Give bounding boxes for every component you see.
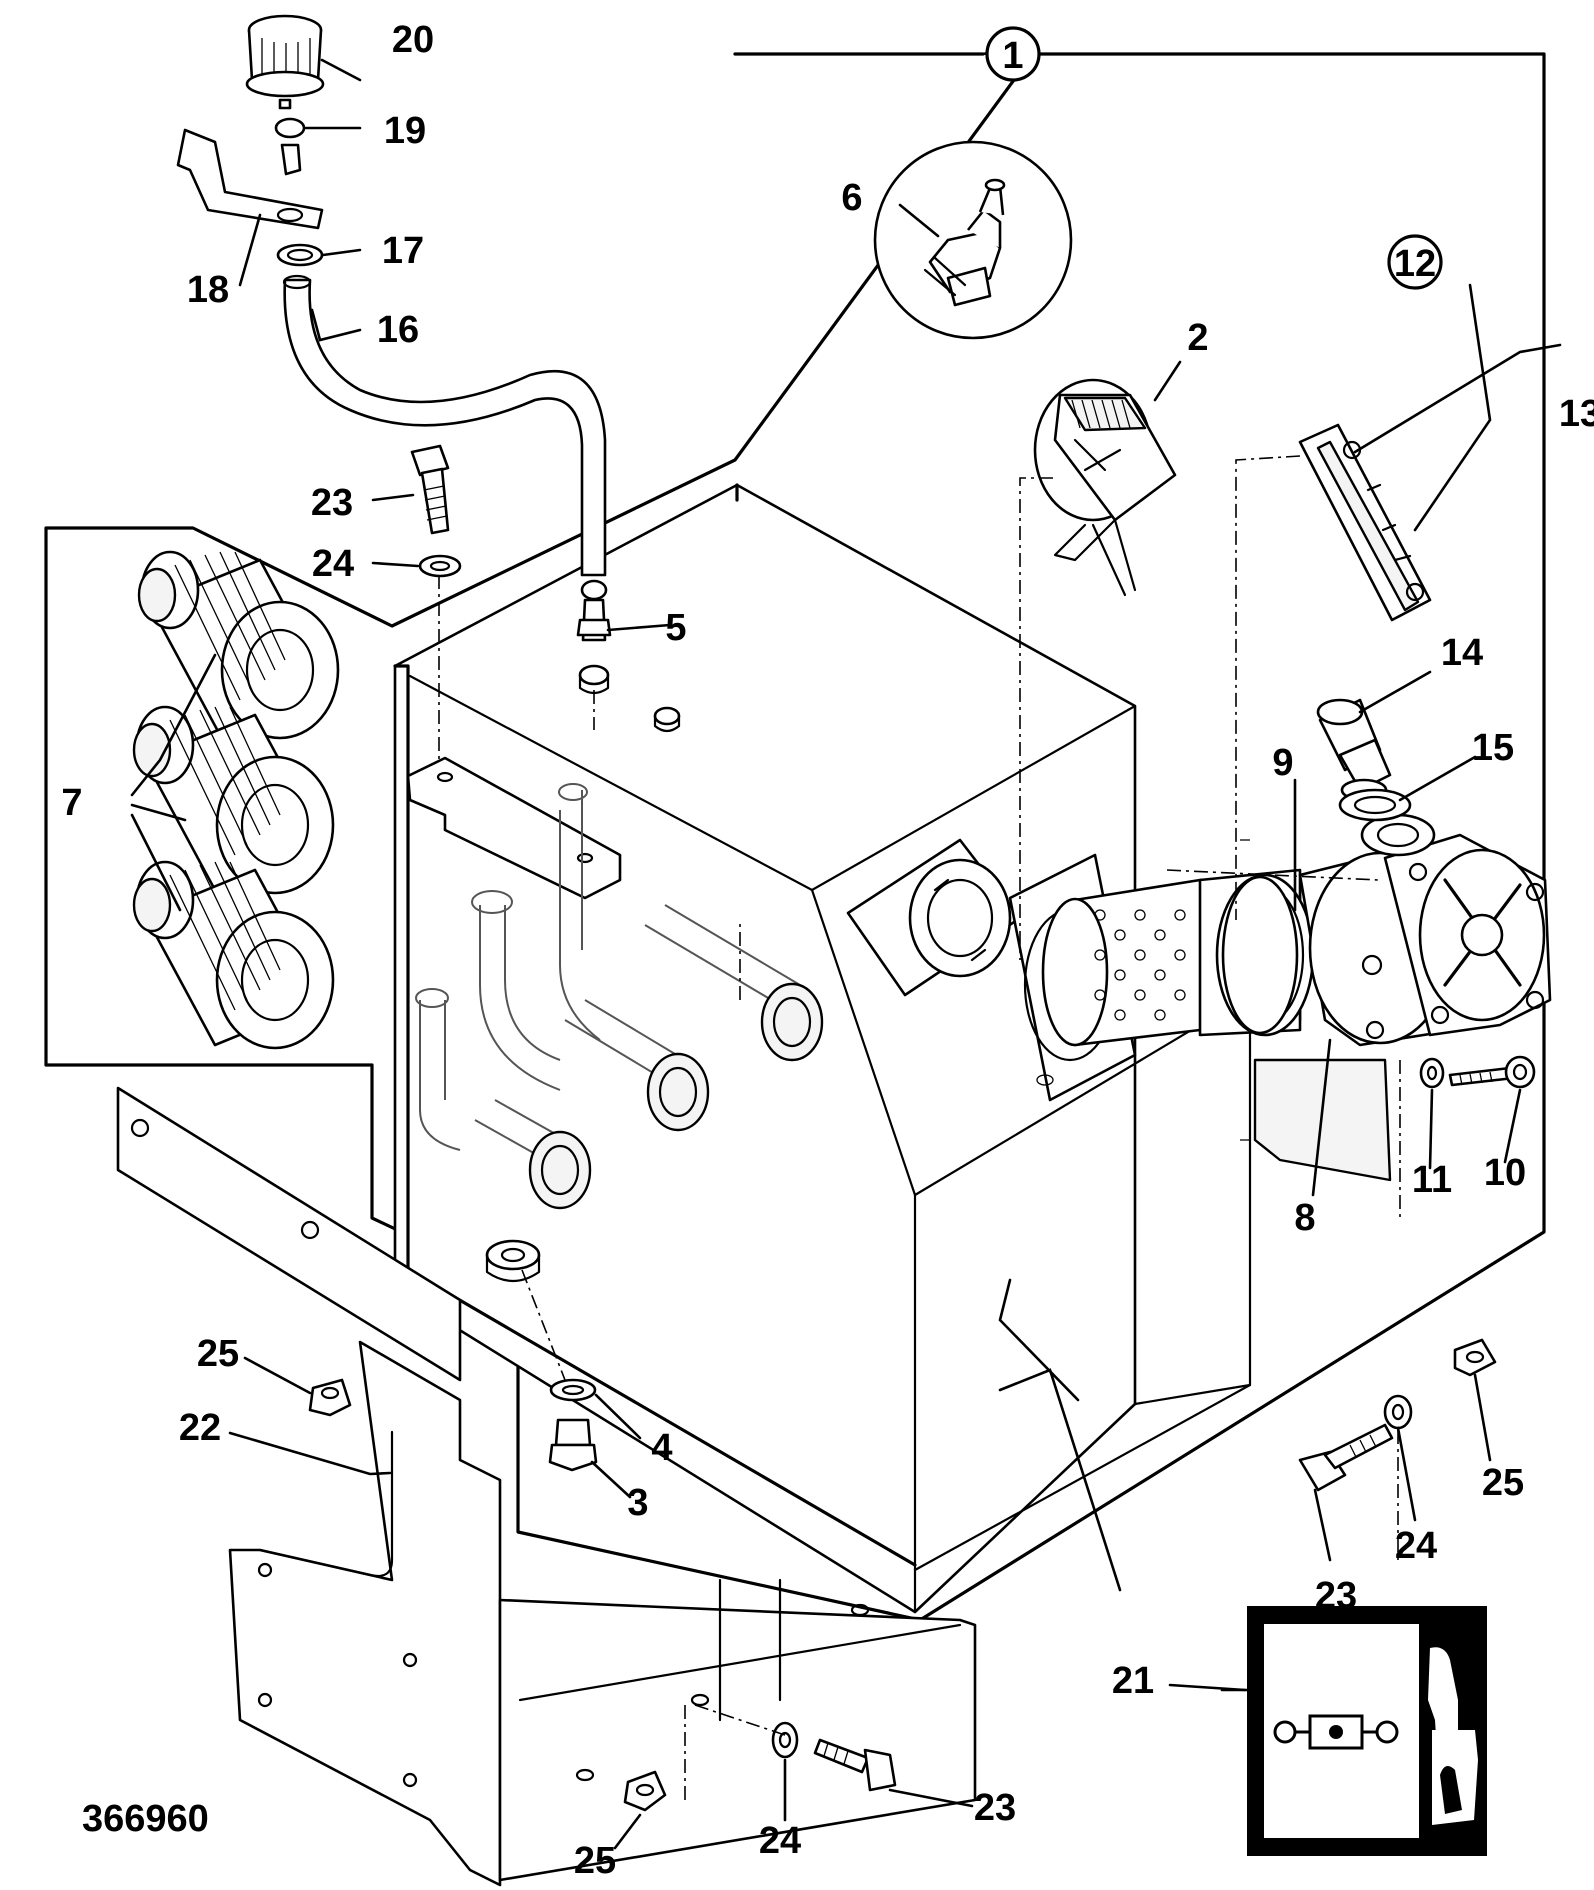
washer-15: [1338, 788, 1412, 822]
bolt-23-right: [1298, 1394, 1413, 1492]
callout-23-top: 23: [311, 482, 353, 524]
callout-ring-12: [1387, 234, 1443, 290]
callout-20: 20: [392, 19, 434, 61]
washer-24-right: [1383, 1394, 1413, 1430]
callout-16: 16: [377, 309, 419, 351]
callout-11: 11: [1412, 1159, 1452, 1201]
nut-25-left: [308, 1378, 352, 1417]
leader-lines: [130, 46, 1562, 1850]
assembly-1-boundary: [44, 52, 1546, 1622]
nut-25-right: [1453, 1338, 1497, 1377]
filter-element-1: [137, 550, 340, 740]
callout-25-right: 25: [1482, 1462, 1524, 1504]
filler-cap: [1033, 378, 1177, 597]
callout-4: 4: [651, 1427, 672, 1469]
sight-gauge: [1298, 423, 1432, 622]
callout-13: 13: [1559, 393, 1594, 435]
callout-25-left: 25: [197, 1333, 239, 1375]
callout-3: 3: [627, 1482, 648, 1524]
callout-1: 1: [1002, 35, 1023, 77]
callout-15: 15: [1472, 727, 1514, 769]
washer-19: [274, 117, 306, 139]
washer-24-top: [418, 554, 462, 578]
callout-14: 14: [1441, 632, 1483, 674]
callout-23-right: 23: [1315, 1575, 1357, 1617]
callout-6: 6: [841, 177, 862, 219]
callout-12: 12: [1394, 243, 1436, 285]
washer-11: [1419, 1057, 1445, 1089]
callout-labels: 1 2 3 4 5 6 7 8 9 10 11 12 13 14 15 16 1…: [61, 19, 1594, 1882]
callout-18: 18: [187, 269, 229, 311]
return-filters: [132, 550, 340, 1050]
callout-25-bottom: 25: [574, 1840, 616, 1882]
washer-24-bottom: [771, 1721, 799, 1759]
bolt-23-top: [410, 444, 462, 578]
fitting-14: [1316, 698, 1392, 802]
phantom-lines: [438, 455, 1401, 1800]
drain-plug: [548, 1378, 598, 1472]
callout-9: 9: [1272, 742, 1293, 784]
drawing-number: 366960: [82, 1798, 209, 1840]
mounting-bracket: [116, 1058, 1392, 1887]
callout-7: 7: [61, 782, 82, 824]
nut-25-bottom: [623, 1770, 667, 1812]
breather-inset: [873, 140, 1073, 340]
callout-2: 2: [1187, 317, 1208, 359]
callout-17: 17: [382, 230, 424, 272]
callout-10: 10: [1484, 1152, 1526, 1194]
washer-17: [276, 243, 324, 267]
seal-ring: [1221, 875, 1299, 1035]
callout-24-right: 24: [1395, 1525, 1437, 1567]
bolt-23-bottom: [771, 1721, 897, 1792]
callout-ring-1: [985, 26, 1041, 82]
bolt-10: [1448, 1055, 1536, 1089]
callout-23-bottom: 23: [974, 1787, 1016, 1829]
callout-24-top: 24: [312, 543, 354, 585]
fuel-gauge-decal-icon: [1247, 1606, 1487, 1856]
callout-19: 19: [384, 110, 426, 152]
callout-5: 5: [665, 607, 686, 649]
callout-8: 8: [1294, 1197, 1315, 1239]
breather-cap-assembly: [176, 14, 612, 695]
hydraulic-tank: [393, 483, 1252, 1614]
callout-22: 22: [179, 1407, 221, 1449]
callout-24-bottom: 24: [759, 1820, 801, 1862]
callout-21: 21: [1112, 1660, 1154, 1702]
filter-element-3: [132, 860, 335, 1050]
